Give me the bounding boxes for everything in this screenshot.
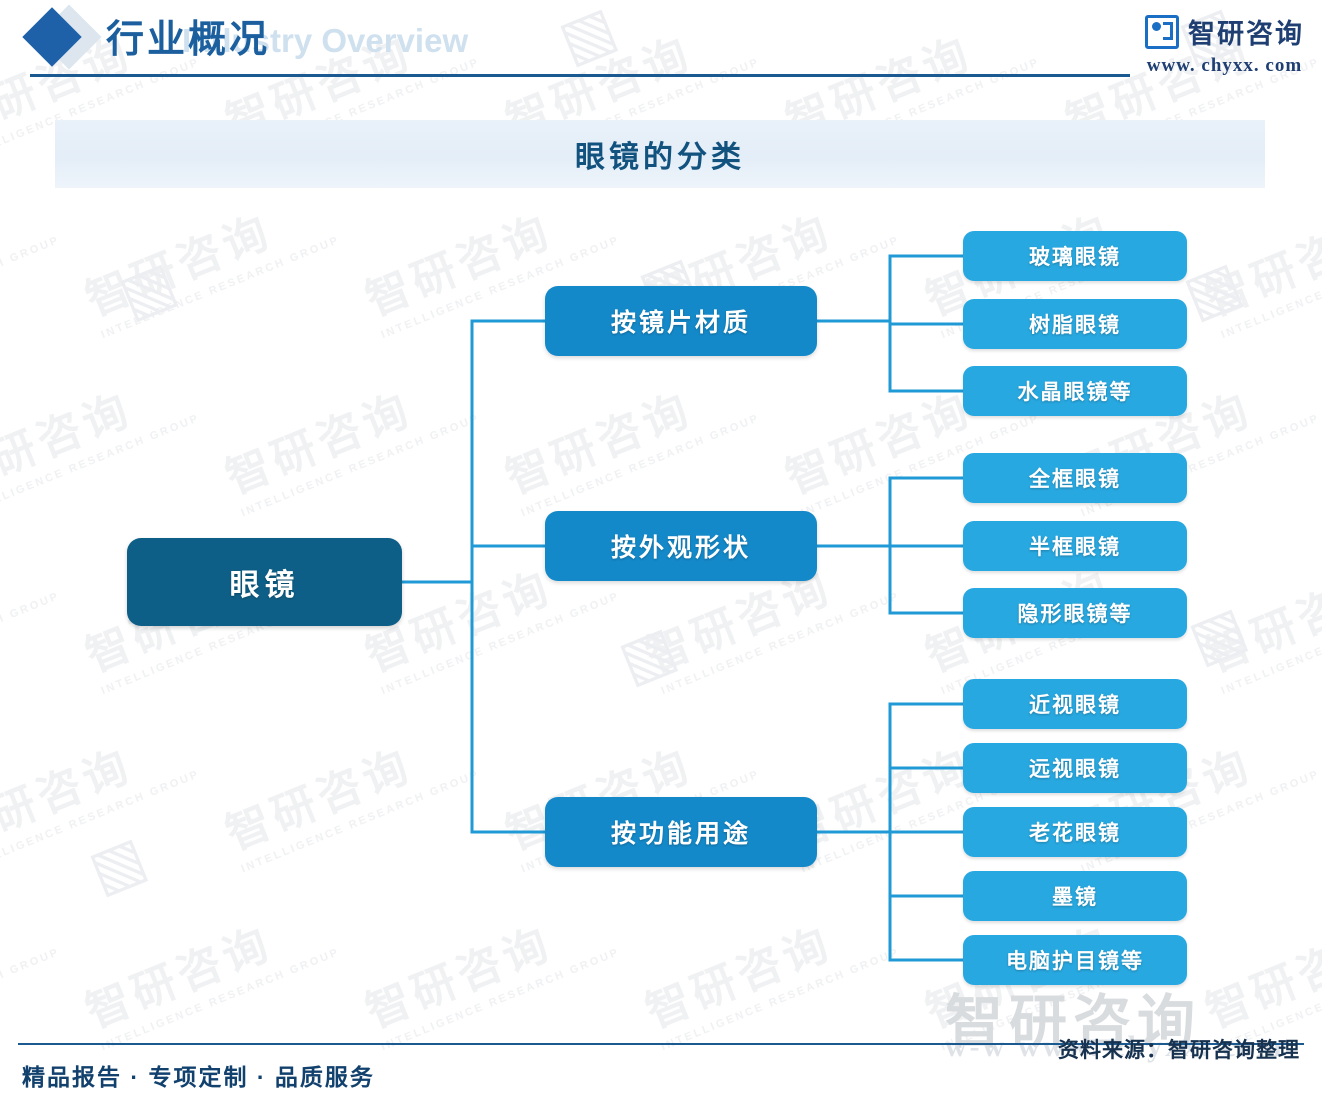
node-branch-1[interactable]: 按外观形状 (545, 511, 817, 581)
node-root[interactable]: 眼镜 (127, 538, 402, 626)
node-leaf-1-2-label: 隐形眼镜等 (1017, 603, 1133, 626)
node-leaf-0-2-label: 水晶眼镜等 (1017, 381, 1133, 404)
footer-tagline: 精品报告 · 专项定制 · 品质服务 (22, 1064, 375, 1090)
brand-name: 智研咨询 (1188, 19, 1304, 49)
node-leaf-2-4-label: 电脑护目镜等 (1006, 950, 1144, 973)
node-leaf-2-2-label: 老花眼镜 (1029, 822, 1121, 845)
node-branch-0-label: 按镜片材质 (610, 309, 751, 337)
header-divider (30, 74, 1130, 77)
source-note: 资料来源：智研咨询整理 (1058, 1039, 1300, 1062)
header-title-text: 行业概况 (106, 19, 271, 61)
node-leaf-0-1[interactable]: 树脂眼镜 (963, 299, 1187, 349)
header-subtitle: Industry Overview (182, 22, 469, 59)
node-branch-0[interactable]: 按镜片材质 (545, 286, 817, 356)
node-leaf-2-1[interactable]: 远视眼镜 (963, 743, 1187, 793)
chart-title-band: 眼镜的分类 (55, 120, 1265, 188)
node-leaf-2-4[interactable]: 电脑护目镜等 (963, 935, 1187, 985)
node-root-label: 眼镜 (229, 569, 300, 602)
node-leaf-1-1-label: 半框眼镜 (1029, 536, 1121, 559)
node-leaf-0-2[interactable]: 水晶眼镜等 (963, 366, 1187, 416)
node-leaf-1-0-label: 全框眼镜 (1029, 468, 1121, 491)
chart-title: 眼镜的分类 (575, 141, 745, 174)
node-leaf-2-0-label: 近视眼镜 (1029, 694, 1121, 717)
brand-logo: 智研咨询 www. chyxx. com (1145, 12, 1304, 77)
node-branch-2[interactable]: 按功能用途 (545, 797, 817, 867)
node-branch-2-label: 按功能用途 (610, 820, 751, 848)
node-branch-1-label: 按外观形状 (610, 534, 751, 562)
node-leaf-2-1-label: 远视眼镜 (1029, 758, 1121, 781)
footer-divider (18, 1043, 1304, 1045)
node-leaf-0-0[interactable]: 玻璃眼镜 (963, 231, 1187, 281)
brand-url: www. chyxx. com (1146, 55, 1303, 76)
node-leaf-0-0-label: 玻璃眼镜 (1029, 246, 1121, 269)
node-leaf-2-3[interactable]: 墨镜 (963, 871, 1187, 921)
chyxx-logo-mark-icon (1145, 14, 1179, 49)
node-leaf-2-2[interactable]: 老花眼镜 (963, 807, 1187, 857)
page-title: 行业概况 (106, 11, 270, 69)
node-leaf-2-3-label: 墨镜 (1052, 886, 1098, 909)
node-leaf-0-1-label: 树脂眼镜 (1029, 314, 1121, 337)
node-leaf-1-1[interactable]: 半框眼镜 (963, 521, 1187, 571)
node-leaf-1-2[interactable]: 隐形眼镜等 (963, 588, 1187, 638)
page-header: Industry Overview 行业概况 智研咨询 www. chyxx. … (0, 0, 1322, 100)
node-leaf-2-0[interactable]: 近视眼镜 (963, 679, 1187, 729)
node-leaf-1-0[interactable]: 全框眼镜 (963, 453, 1187, 503)
